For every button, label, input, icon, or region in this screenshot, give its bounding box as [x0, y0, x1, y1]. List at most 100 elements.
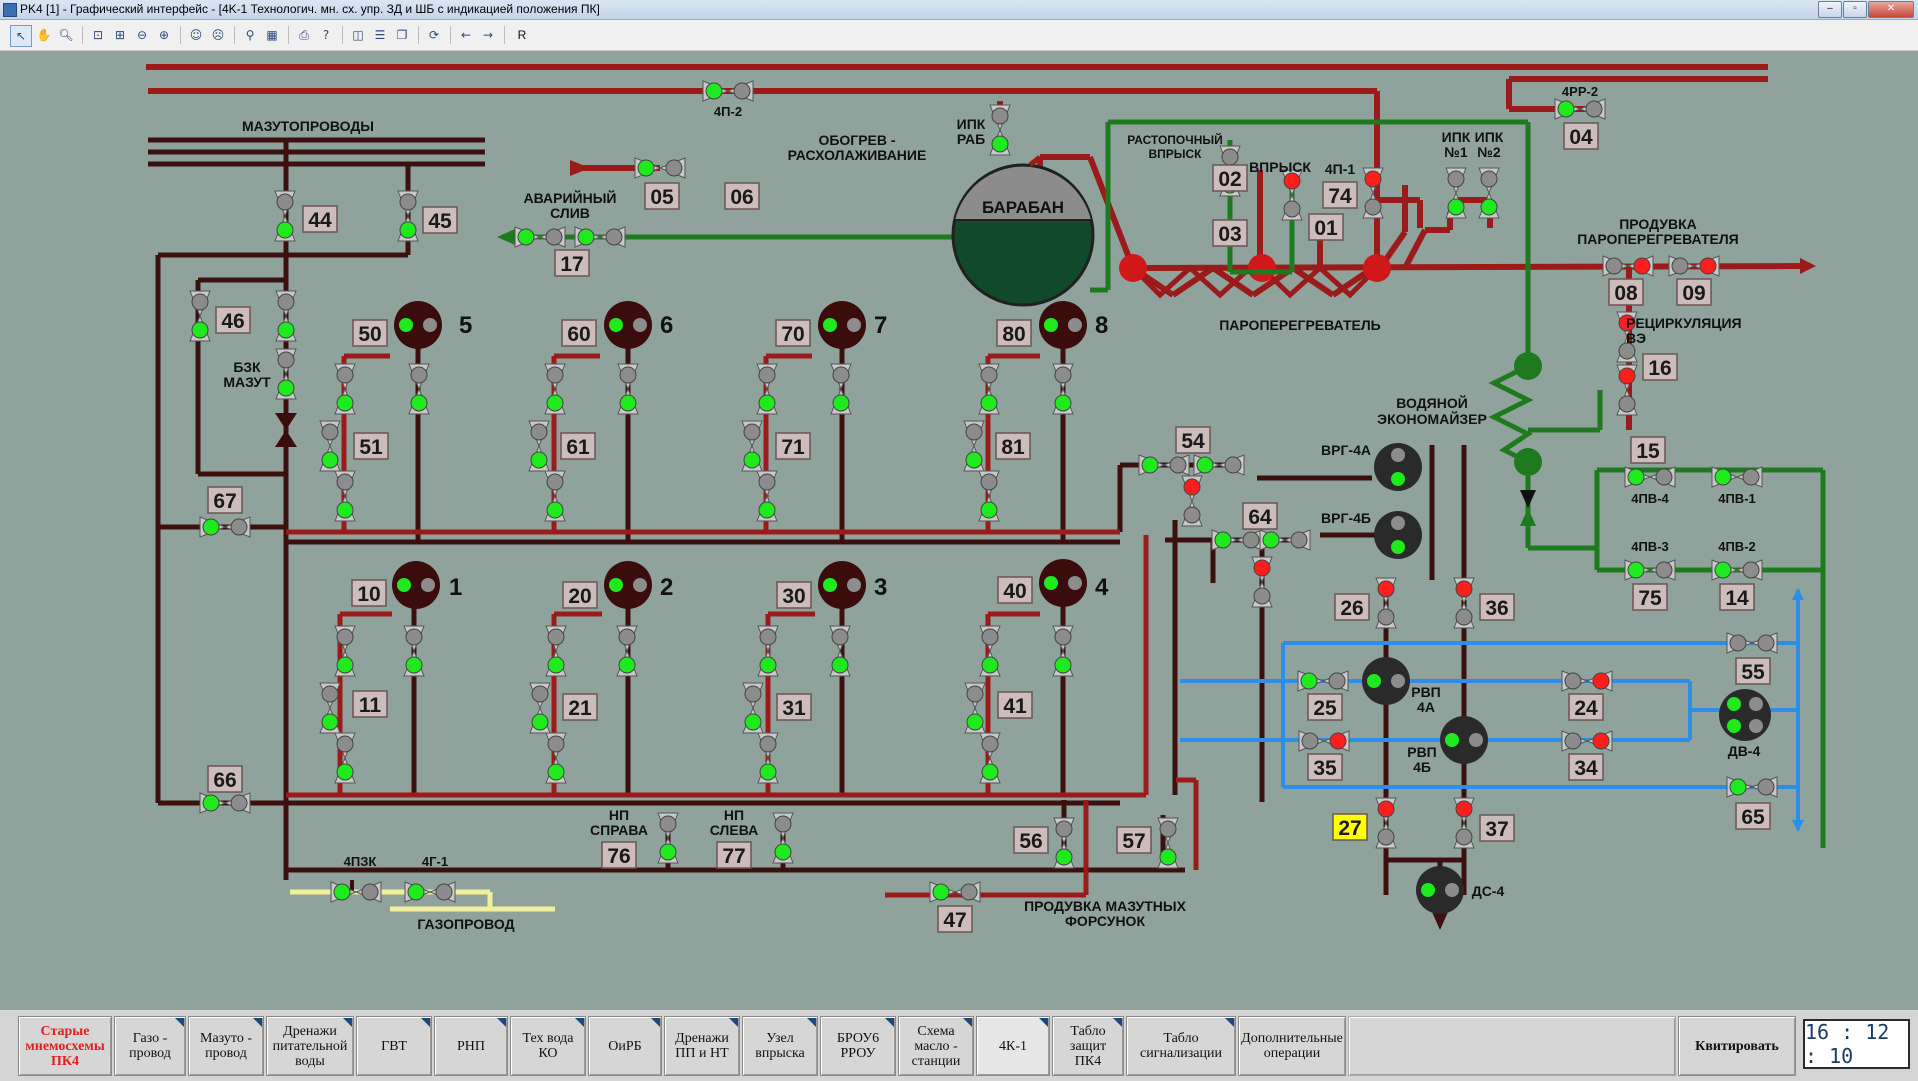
valve-indicator[interactable] [1445, 167, 1467, 219]
valve-indicator[interactable] [634, 157, 686, 179]
valve-number-box[interactable]: 50 [352, 319, 388, 347]
hand-tool-icon[interactable]: ✋ [36, 28, 52, 42]
windows-icon[interactable]: ❐ [396, 28, 408, 42]
valve-indicator[interactable] [1298, 730, 1350, 752]
valve-indicator[interactable] [1259, 529, 1311, 551]
valve-number-box[interactable]: 41 [997, 691, 1033, 719]
valve-number-box[interactable]: 15 [1630, 436, 1666, 464]
valve-number-box[interactable]: 04 [1563, 122, 1599, 150]
valve-number-box[interactable]: 71 [775, 432, 811, 460]
valve-indicator[interactable] [1624, 466, 1676, 488]
valve-number-box[interactable]: 34 [1568, 753, 1604, 781]
valve-indicator[interactable] [1138, 454, 1190, 476]
valve-indicator[interactable] [334, 363, 356, 415]
valve-indicator[interactable] [742, 682, 764, 734]
valve-number-box[interactable]: 77 [716, 841, 752, 869]
valve-indicator[interactable] [979, 732, 1001, 784]
valve-number-box[interactable]: 08 [1608, 278, 1644, 306]
valve-number-box[interactable]: 25 [1307, 693, 1343, 721]
valve-indicator[interactable] [404, 881, 456, 903]
magnifier-icon[interactable]: 🔍︎ [58, 28, 74, 42]
valve-indicator[interactable] [616, 625, 638, 677]
valve-indicator[interactable] [545, 732, 567, 784]
nav-oil-station[interactable]: Схема масло - станции [898, 1016, 974, 1076]
valve-number-box[interactable]: 44 [302, 205, 338, 233]
valve-number-box[interactable]: 66 [207, 765, 243, 793]
forward-arrow-icon[interactable]: → [482, 28, 494, 42]
users-icon[interactable]: ☺ [189, 28, 203, 42]
nav-tech-water[interactable]: Тех вода КО [510, 1016, 586, 1076]
table-icon[interactable]: ▦ [266, 28, 278, 42]
nav-brou[interactable]: БРОУ6 РРОУ [820, 1016, 896, 1076]
valve-indicator[interactable] [189, 290, 211, 342]
valve-indicator[interactable] [397, 190, 419, 242]
valve-number-box[interactable]: 47 [937, 905, 973, 933]
valve-indicator[interactable] [529, 682, 551, 734]
zoom-1to1-icon[interactable]: ⊡ [92, 28, 104, 42]
valve-number-box[interactable]: 55 [1735, 657, 1771, 685]
valve-number-box[interactable]: 10 [351, 579, 387, 607]
valve-indicator[interactable] [989, 104, 1011, 156]
valve-number-box[interactable]: 54 [1175, 426, 1211, 454]
binoculars-icon[interactable]: ⚲ [245, 28, 255, 42]
valve-indicator[interactable] [657, 812, 679, 864]
nav-rnp[interactable]: РНП [434, 1016, 508, 1076]
layout-columns-icon[interactable]: ◫ [352, 28, 364, 42]
nav-mazutoprovod[interactable]: Мазуто - провод [188, 1016, 264, 1076]
valve-number-box[interactable]: 14 [1719, 583, 1755, 611]
valve-indicator[interactable] [830, 363, 852, 415]
refresh-icon[interactable]: ⟳ [428, 28, 440, 42]
valve-indicator[interactable] [514, 226, 566, 248]
valve-indicator[interactable] [319, 682, 341, 734]
acknowledge-button[interactable]: Квитировать [1678, 1016, 1796, 1076]
valve-indicator[interactable] [741, 420, 763, 472]
valve-indicator[interactable] [1362, 167, 1384, 219]
valve-number-box[interactable]: 65 [1735, 802, 1771, 830]
valve-indicator[interactable] [1726, 632, 1778, 654]
valve-number-box[interactable]: 35 [1307, 753, 1343, 781]
valve-indicator[interactable] [978, 470, 1000, 522]
valve-indicator[interactable] [199, 792, 251, 814]
valve-indicator[interactable] [1668, 255, 1720, 277]
valve-indicator[interactable] [1616, 364, 1638, 416]
valve-indicator[interactable] [756, 470, 778, 522]
nav-tablo-zashchit[interactable]: Табло защит ПК4 [1052, 1016, 1124, 1076]
valve-indicator[interactable] [1478, 167, 1500, 219]
valve-number-box[interactable]: 75 [1632, 583, 1668, 611]
valve-indicator[interactable] [1561, 730, 1613, 752]
valve-indicator[interactable] [1052, 363, 1074, 415]
zoom-in-icon[interactable]: ⊕ [158, 28, 170, 42]
valve-number-box[interactable]: 80 [996, 319, 1032, 347]
valve-indicator[interactable] [702, 80, 754, 102]
valve-number-box[interactable]: 17 [554, 249, 590, 277]
valve-indicator[interactable] [1554, 98, 1606, 120]
print-icon[interactable]: ⎙ [299, 28, 309, 42]
valve-number-box[interactable]: 60 [561, 319, 597, 347]
valve-indicator[interactable] [275, 290, 297, 342]
valve-indicator[interactable] [275, 348, 297, 400]
valve-indicator[interactable] [617, 363, 639, 415]
nav-uzel-vpryska[interactable]: Узел впрыска [742, 1016, 818, 1076]
valve-indicator[interactable] [979, 625, 1001, 677]
valve-indicator[interactable] [929, 881, 981, 903]
valve-indicator[interactable] [1052, 625, 1074, 677]
valve-indicator[interactable] [1375, 577, 1397, 629]
valve-number-box[interactable]: 64 [1242, 502, 1278, 530]
valve-indicator[interactable] [1375, 797, 1397, 849]
valve-number-box[interactable]: 81 [995, 432, 1031, 460]
zoom-fit-icon[interactable]: ⊞ [114, 28, 126, 42]
valve-indicator[interactable] [978, 363, 1000, 415]
valve-number-box[interactable]: 20 [562, 581, 598, 609]
valve-number-box[interactable]: 74 [1322, 181, 1358, 209]
valve-indicator[interactable] [1193, 454, 1245, 476]
valve-number-box[interactable]: 27 [1332, 813, 1368, 841]
nav-4k1[interactable]: 4К-1 [976, 1016, 1050, 1076]
valve-indicator[interactable] [1453, 797, 1475, 849]
valve-number-box[interactable]: 37 [1479, 814, 1515, 842]
valve-indicator[interactable] [964, 682, 986, 734]
restore-button[interactable]: ▫ [1843, 1, 1867, 18]
valve-number-box[interactable]: 30 [776, 581, 812, 609]
minimize-button[interactable]: – [1818, 1, 1842, 18]
nav-drenazhi-pv[interactable]: Дренажи питательной воды [266, 1016, 354, 1076]
valve-indicator[interactable] [963, 420, 985, 472]
